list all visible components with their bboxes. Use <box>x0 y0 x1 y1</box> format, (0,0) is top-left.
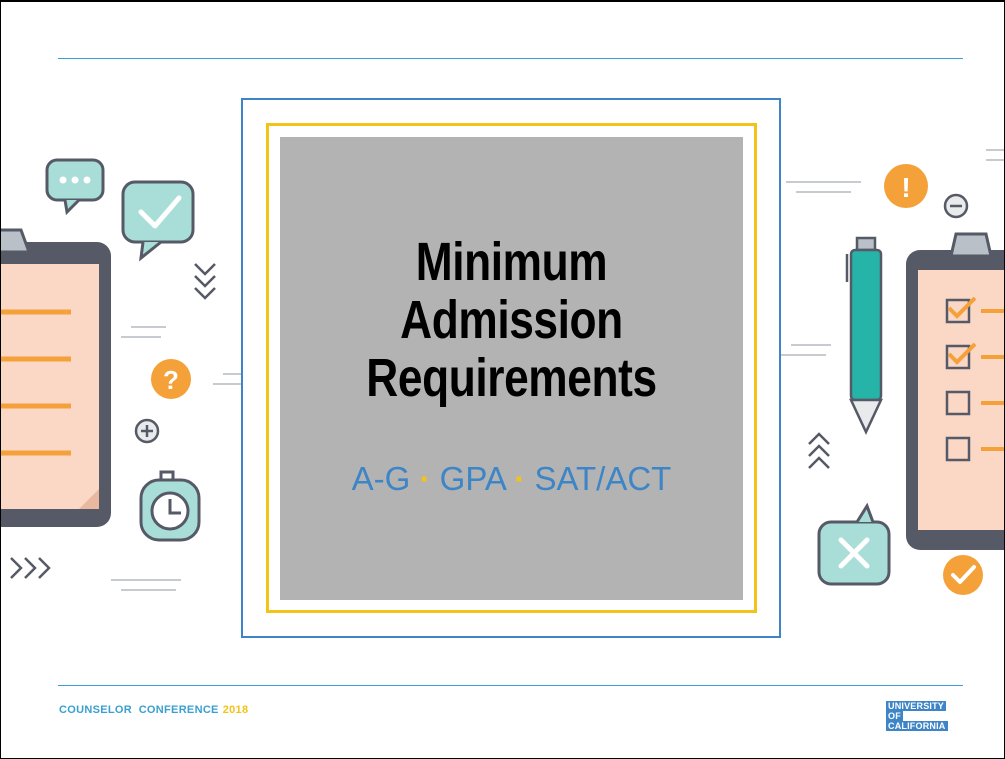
clipboard-icon <box>1 228 111 527</box>
title-line-3: Requirements <box>366 348 657 408</box>
slide-title: Minimum Admission Requirements <box>322 233 702 407</box>
triple-chevron-up-icon <box>808 432 830 469</box>
question-mark-icon: ? <box>151 359 191 399</box>
subtitle-gpa: GPA <box>439 460 506 497</box>
subtitle-separator-2: · <box>514 460 526 497</box>
checklist-clipboard-icon <box>906 232 1004 550</box>
university-of-california-logo: UNIVERSITY OF CALIFORNIA <box>886 701 962 731</box>
subtitle-separator-1: · <box>419 460 431 497</box>
exclamation-icon: ! <box>884 164 928 208</box>
alarm-clock-icon <box>139 470 201 542</box>
subtitle-sat-act: SAT/ACT <box>534 460 672 497</box>
logo-line-1: UNIVERSITY <box>886 701 947 711</box>
minus-circle-icon <box>943 193 969 219</box>
top-divider <box>58 58 963 59</box>
chat-bubble-x-icon <box>817 502 891 586</box>
subtitle-ag: A-G <box>351 460 411 497</box>
triple-chevron-right-icon <box>10 557 51 579</box>
triple-chevron-down-icon <box>194 263 216 300</box>
logo-line-3: CALIFORNIA <box>886 721 948 731</box>
footer-year: 2018 <box>222 704 249 716</box>
check-circle-icon <box>943 555 983 595</box>
footer-event-name: COUNSELOR CONFERENCE <box>59 704 219 716</box>
slide-subtitle: A-G · GPA · SAT/ACT <box>280 459 743 499</box>
plus-circle-icon <box>134 418 160 444</box>
title-line-1: Minimum <box>415 232 608 292</box>
pen-icon <box>845 236 883 435</box>
logo-line-2: OF <box>886 711 903 721</box>
chat-bubble-check-icon <box>121 180 195 262</box>
chat-bubble-dots-icon <box>45 158 105 216</box>
title-panel: Minimum Admission Requirements A-G · GPA… <box>280 137 743 600</box>
svg-text:?: ? <box>163 365 179 395</box>
bottom-divider <box>58 685 963 686</box>
svg-text:!: ! <box>901 172 910 203</box>
title-line-2: Admission <box>400 290 623 350</box>
